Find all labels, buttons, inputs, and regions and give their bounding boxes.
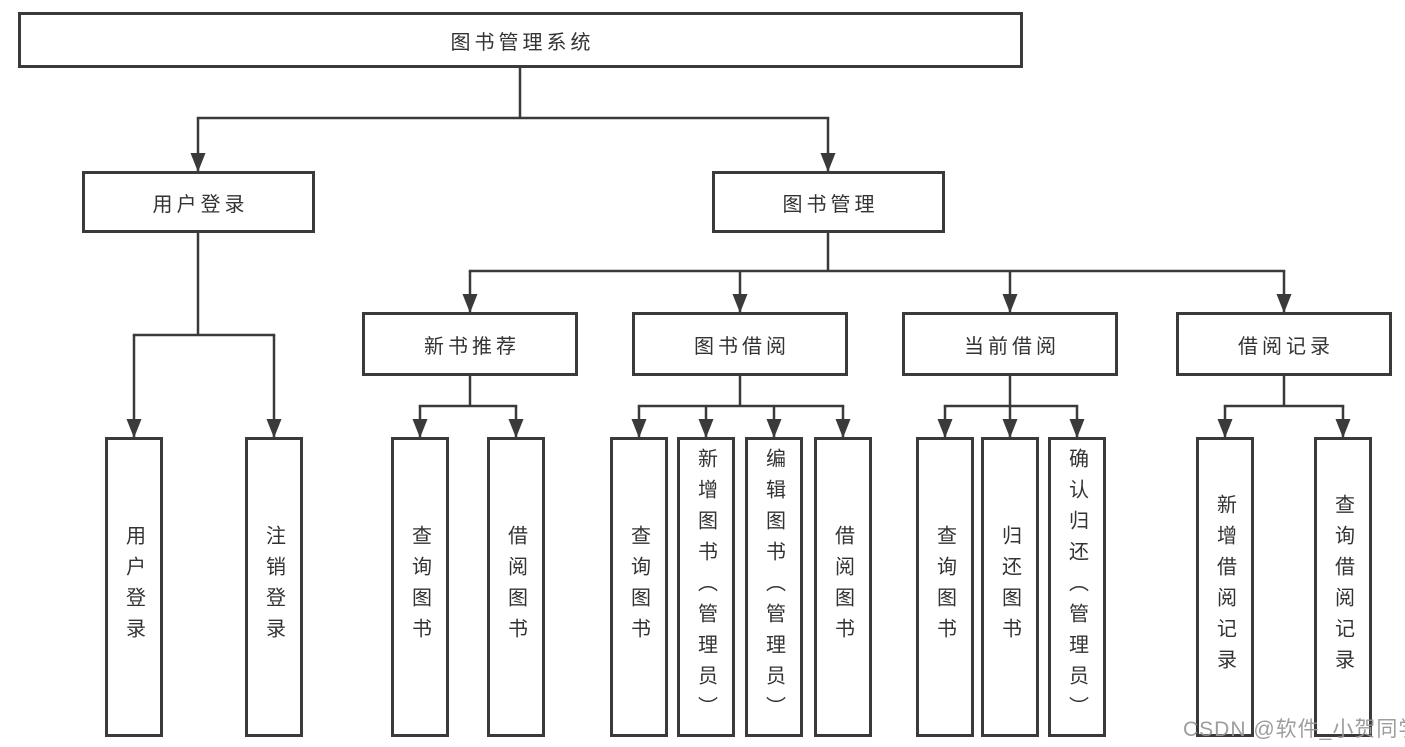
node-current-borrow: 当前借阅 — [902, 312, 1118, 376]
leaf-borrow-books-2: 借阅图书 — [814, 437, 872, 737]
connector-user-login-trunk — [132, 233, 276, 337]
leaf-logout: 注销登录 — [245, 437, 303, 737]
node-user-login: 用户登录 — [82, 171, 315, 233]
leaf-user-login: 用户登录 — [105, 437, 163, 737]
node-book-management: 图书管理 — [712, 171, 945, 233]
leaf-edit-books-admin: 编辑图书（管理员） — [745, 437, 803, 737]
csdn-watermark: CSDN @软件_小贺同学 — [1183, 718, 1405, 741]
leaf-confirm-return-admin: 确认归还（管理员） — [1048, 437, 1106, 737]
leaf-return-books: 归还图书 — [981, 437, 1039, 737]
connector-current-borrow-trunk — [943, 376, 1079, 408]
connector-root-trunk — [196, 68, 830, 120]
connector-borrow-records-trunk — [1223, 376, 1345, 408]
leaf-query-books-2: 查询图书 — [610, 437, 668, 737]
node-book-borrow: 图书借阅 — [632, 312, 848, 376]
leaf-query-books-3: 查询图书 — [916, 437, 974, 737]
leaf-borrow-books-1: 借阅图书 — [487, 437, 545, 737]
connector-book-borrow-trunk — [637, 376, 845, 408]
connector-new-book-recommend-trunk — [418, 376, 518, 408]
node-library-system: 图书管理系统 — [18, 12, 1023, 68]
node-new-book-recommend: 新书推荐 — [362, 312, 578, 376]
node-borrow-records: 借阅记录 — [1176, 312, 1392, 376]
leaf-add-borrow-record: 新增借阅记录 — [1196, 437, 1254, 737]
leaf-add-books-admin: 新增图书（管理员） — [677, 437, 735, 737]
leaf-query-borrow-record: 查询借阅记录 — [1314, 437, 1372, 737]
connector-book-management-trunk — [468, 233, 1286, 273]
leaf-query-books-1: 查询图书 — [391, 437, 449, 737]
